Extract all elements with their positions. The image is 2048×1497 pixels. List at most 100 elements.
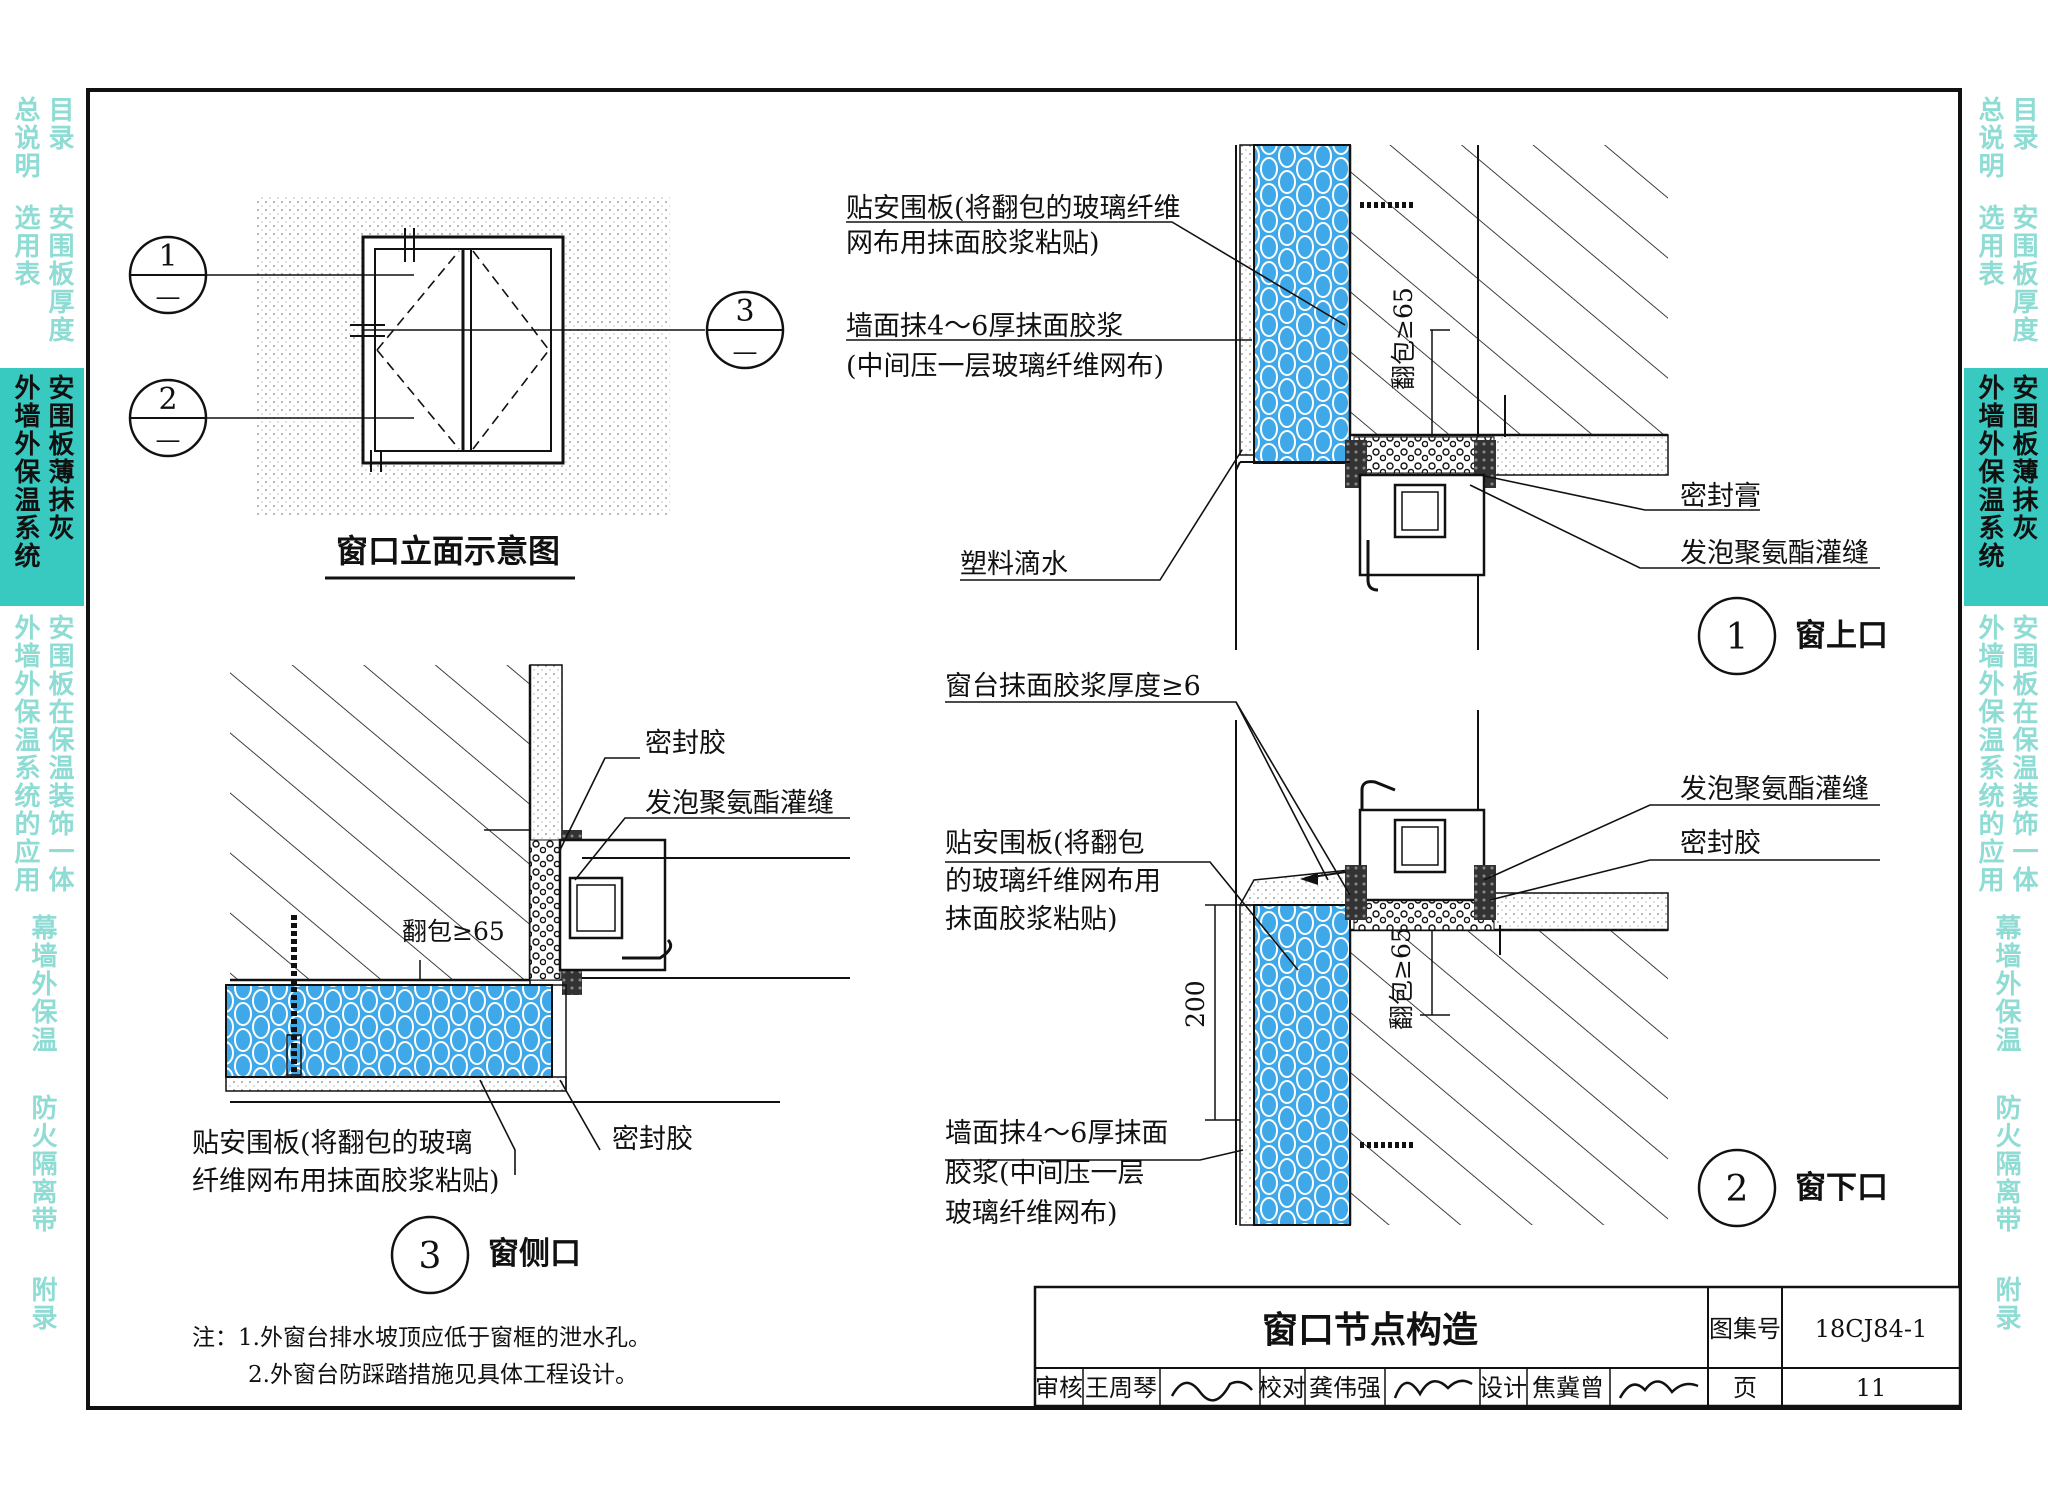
right-tab-3-label: 外墙外保温系统 [1974,374,2004,570]
detail-2-label-sill: 窗台抹面胶浆厚度≥6 [945,671,1201,702]
left-section-index: 目录总说明安围板厚度选用表安围板薄抹灰外墙外保温系统安围板在保温装饰一体外墙外保… [0,88,84,1410]
callout-1-number: 1 [158,239,177,274]
callout-2-number: 2 [158,382,177,417]
detail-1-label-wall-2: (中间压一层玻璃纤维网布) [846,351,1164,382]
window-elevation [205,195,705,515]
left-tab-1-label: 总说明 [10,96,40,180]
left-tab-4-label: 安围板在保温装饰一体 [44,614,74,894]
design-name: 焦冀曾 [1532,1374,1604,1402]
right-tab-1-label: 目录 [2008,96,2038,152]
page-label: 页 [1733,1374,1757,1402]
right-tab-4-label: 外墙外保温系统的应用 [1974,614,2004,894]
designer-signature [1618,1380,1699,1399]
left-tab-5-label: 幕墙外保温 [27,914,57,1054]
left-tab-4-label: 外墙外保温系统的应用 [10,614,40,894]
detail-2-label-wall-1: 墙面抹4～6厚抹面 [945,1118,1168,1149]
detail-1-title: 窗上口 [1795,618,1888,654]
detail-1-wrap-dimension: 翻包≥65 [1389,287,1418,390]
check-name: 龚伟强 [1309,1374,1381,1402]
reviewer-signature [1170,1380,1253,1402]
atlas-number: 18CJ84-1 [1815,1315,1927,1343]
detail-2-label-paste-2: 的玻璃纤维网布用 [945,866,1161,897]
detail-2-label-sealant: 密封胶 [1680,828,1761,859]
right-tab-2-label: 选用表 [1974,204,2004,288]
detail-3-number: 3 [419,1236,442,1277]
detail-1-label-paste-2: 网布用抹面胶浆粘贴) [846,228,1100,259]
left-tab-1-label: 目录 [44,96,74,152]
note-line-1: 注：1.外窗台排水坡顶应低于窗框的泄水孔。 [192,1325,651,1351]
left-tab-5[interactable]: 幕墙外保温 [0,906,84,1086]
right-tab-5[interactable]: 幕墙外保温 [1964,906,2048,1086]
detail-2-label-wall-3: 玻璃纤维网布) [945,1198,1118,1229]
concrete-sill [1350,930,1668,1225]
detail-3-label-foam: 发泡聚氨酯灌缝 [645,788,834,819]
note-line-2: 2.外窗台防踩踏措施见具体工程设计。 [248,1362,638,1388]
right-tab-4[interactable]: 安围板在保温装饰一体外墙外保温系统的应用 [1964,606,2048,906]
right-section-index: 目录总说明安围板厚度选用表安围板薄抹灰外墙外保温系统安围板在保温装饰一体外墙外保… [1964,88,2048,1410]
detail-2-title: 窗下口 [1795,1170,1888,1206]
left-tab-1[interactable]: 目录总说明 [0,88,84,196]
right-tab-6[interactable]: 防火隔离带 [1964,1086,2048,1268]
detail-3-title: 窗侧口 [488,1236,581,1272]
left-tab-3[interactable]: 安围板薄抹灰外墙外保温系统 [0,366,84,606]
detail-2-wrap-dimension: 翻包≥65 [1387,927,1416,1030]
check-label: 校对 [1258,1374,1306,1402]
detail-1-leaders [846,221,1880,581]
window-frame-section [1358,808,1486,902]
left-tab-2-label: 选用表 [10,204,40,288]
detail-2-label-foam: 发泡聚氨酯灌缝 [1680,774,1869,805]
detail-3-label-paste-2: 纤维网布用抹面胶浆粘贴) [192,1166,500,1197]
detail-3-window-jamb: 翻包≥65 [225,664,850,1103]
detail-2-label-paste-1: 贴安围板(将翻包 [945,828,1145,859]
callout-2-sheet: — [156,425,181,454]
right-tab-2-label: 安围板厚度 [2008,204,2038,344]
left-tab-7[interactable]: 附录 [0,1268,84,1410]
right-tab-3[interactable]: 安围板薄抹灰外墙外保温系统 [1964,366,2048,606]
right-tab-4-label: 安围板在保温装饰一体 [2008,614,2038,894]
insulation-board [1253,144,1351,464]
left-tab-3-label: 外墙外保温系统 [10,374,40,570]
detail-2-number: 2 [1726,1169,1749,1210]
right-tab-1[interactable]: 目录总说明 [1964,88,2048,196]
detail-1-label-wall-1: 墙面抹4～6厚抹面胶浆 [846,311,1123,342]
detail-3-leaders [479,757,850,1175]
drawing-title: 窗口节点构造 [1262,1310,1478,1351]
detail-1-number: 1 [1726,617,1749,658]
right-tab-3-label: 安围板薄抹灰 [2008,374,2038,542]
callout-3-number: 3 [735,294,754,329]
callout-1-sheet: — [156,282,181,311]
callout-2: 2 — [128,378,208,458]
atlas-number-label: 图集号 [1709,1315,1781,1343]
left-tab-3-label: 安围板薄抹灰 [44,374,74,542]
title-block [1033,1285,1962,1408]
insulation-board [1253,904,1351,1226]
design-label: 设计 [1479,1374,1527,1402]
right-tab-7-label: 附录 [1991,1276,2021,1332]
insulation-board [225,984,553,1078]
left-tab-4[interactable]: 安围板在保温装饰一体外墙外保温系统的应用 [0,606,84,906]
drawing-frame [86,88,1962,1410]
left-tab-7-label: 附录 [27,1276,57,1332]
left-tab-2[interactable]: 安围板厚度选用表 [0,196,84,366]
left-tab-6[interactable]: 防火隔离带 [0,1086,84,1268]
concrete-jamb [230,665,530,980]
detail-2-label-wall-2: 胶浆(中间压一层 [945,1158,1145,1189]
detail-2-leaders [945,701,1880,1161]
right-tab-1-label: 总说明 [1974,96,2004,180]
right-tab-7[interactable]: 附录 [1964,1268,2048,1410]
detail-1-label-sealant: 密封膏 [1680,481,1761,512]
right-tab-6-label: 防火隔离带 [1991,1094,2021,1234]
detail-1-label-drip: 塑料滴水 [960,549,1068,580]
right-tab-2[interactable]: 安围板厚度选用表 [1964,196,2048,366]
detail-3-wrap-dimension: 翻包≥65 [402,917,505,946]
review-name: 王周琴 [1085,1374,1157,1402]
detail-2-label-paste-3: 抹面胶浆粘贴) [945,904,1118,935]
detail-2-dimension-200: 200 [1181,980,1210,1028]
elevation-title: 窗口立面示意图 [336,532,560,570]
review-label: 审核 [1035,1374,1083,1402]
detail-2-window-sill: 翻包≥65 200 [1181,710,1669,1226]
window-frame-section [1358,473,1486,577]
detail-2-caption: 2 窗下口 [1697,1148,1888,1228]
callout-3: 3 — [705,290,785,370]
